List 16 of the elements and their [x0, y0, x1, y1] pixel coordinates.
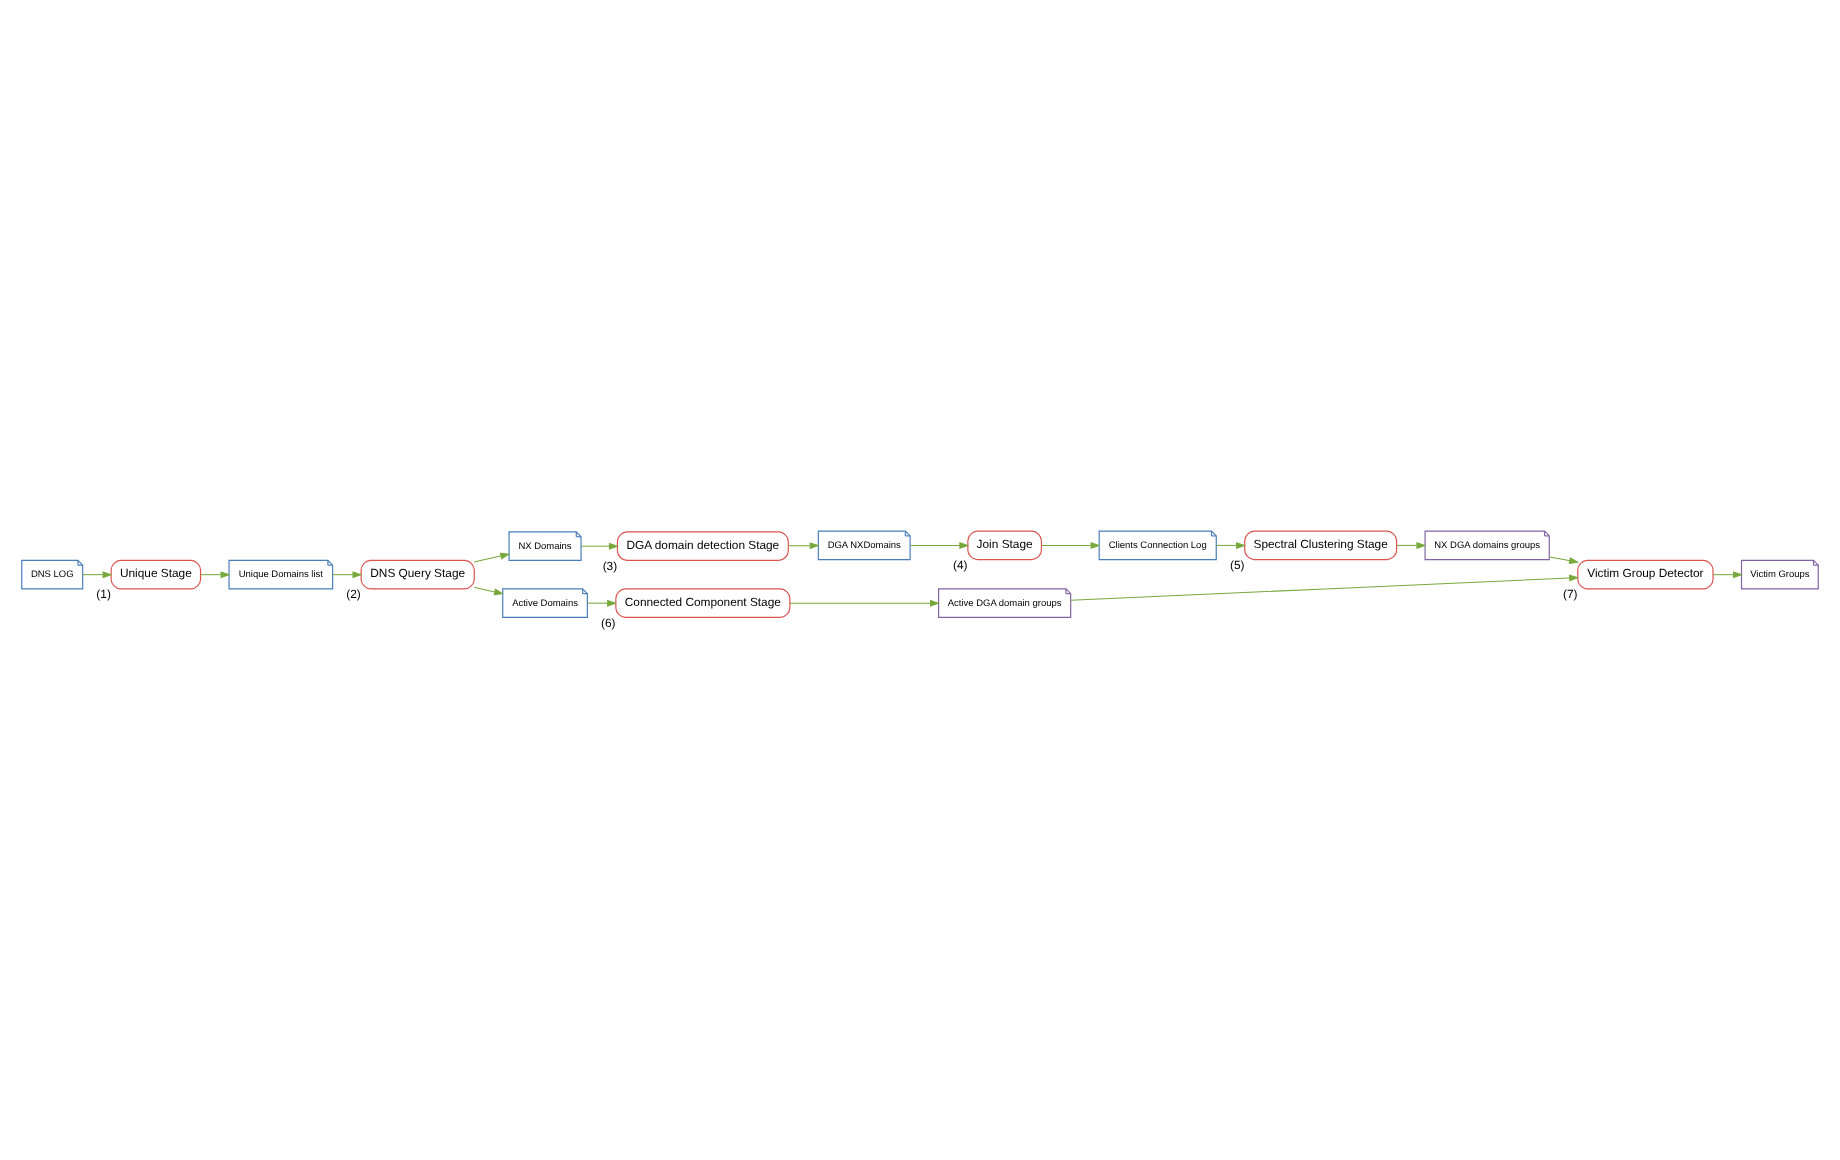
arrow: [1215, 540, 1246, 548]
arrow: [82, 570, 113, 578]
arrow: [473, 585, 504, 595]
arrow: [1712, 570, 1744, 578]
arrow: [580, 541, 619, 549]
arrow: [1396, 540, 1427, 548]
arrow: [787, 541, 820, 549]
arrow: [1070, 573, 1580, 600]
arrow: [332, 570, 363, 578]
arrow: [200, 570, 231, 578]
arrow: [789, 598, 940, 606]
arrow: [1548, 555, 1580, 564]
arrow: [587, 598, 618, 606]
arrow: [909, 540, 970, 548]
arrow: [473, 551, 511, 562]
arrow: [1041, 540, 1101, 548]
